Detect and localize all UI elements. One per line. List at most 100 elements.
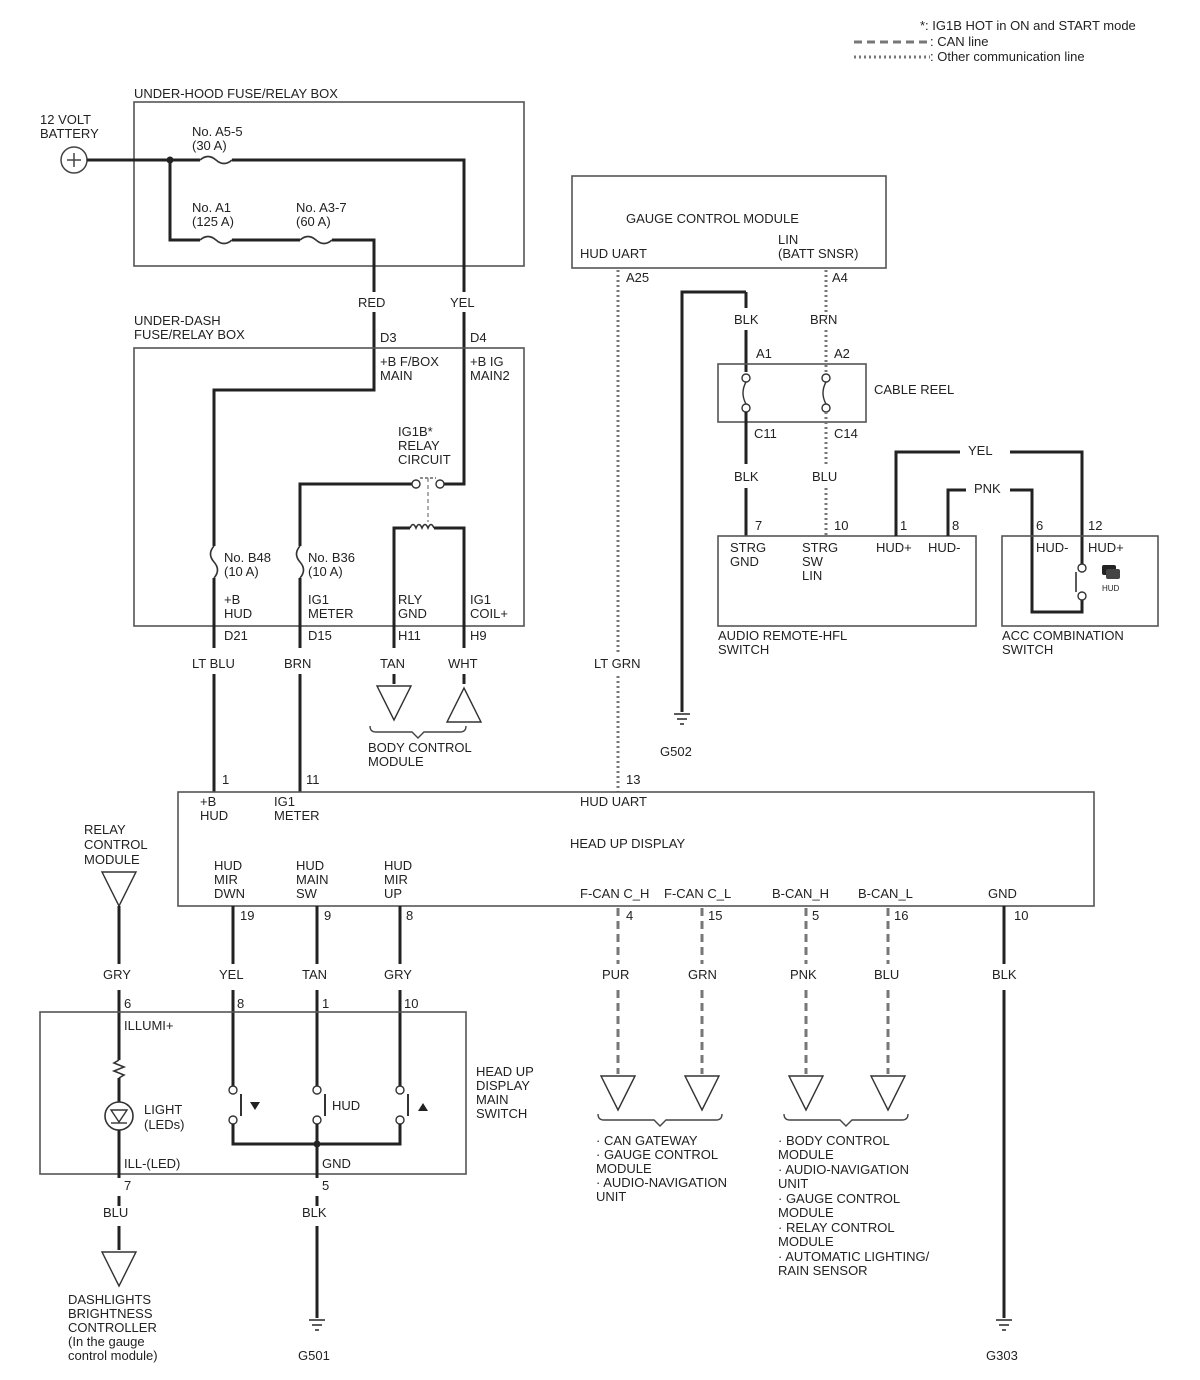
main-switch-pin-6: 6 bbox=[124, 996, 131, 1011]
wire-brn: BRN bbox=[284, 656, 311, 671]
legend-ig1b-note: *: IG1B HOT in ON and START mode bbox=[920, 18, 1136, 33]
main-switch-name-2: DISPLAY bbox=[476, 1078, 530, 1093]
led-resistor-symbol bbox=[111, 1059, 127, 1102]
hfl-strg-sw-2: SW bbox=[802, 554, 824, 569]
term-bfbox-2: MAIN bbox=[380, 368, 413, 383]
term-bhud-2: HUD bbox=[224, 606, 252, 621]
term-big-1: +B IG bbox=[470, 354, 504, 369]
hud-mirup-3: UP bbox=[384, 886, 402, 901]
wire-blu-bottom: BLU bbox=[874, 967, 899, 982]
hud-term-bhud-2: HUD bbox=[200, 808, 228, 823]
dashlights-5: control module) bbox=[68, 1348, 158, 1363]
underdash-title-2: FUSE/RELAY BOX bbox=[134, 327, 245, 342]
hud-button-icon: HUD bbox=[1102, 565, 1120, 593]
hud-term-ig1-1: IG1 bbox=[274, 794, 295, 809]
wire-yel-right: YEL bbox=[968, 443, 993, 458]
body-group-l9: · AUTOMATIC LIGHTING/ bbox=[778, 1249, 930, 1264]
hfl-name-1: AUDIO REMOTE-HFL bbox=[718, 628, 847, 643]
hfl-strg-gnd-1: STRG bbox=[730, 540, 766, 555]
hud-pin-1: 1 bbox=[222, 772, 229, 787]
term-rlygnd-2: GND bbox=[398, 606, 427, 621]
dashlights-4: (In the gauge bbox=[68, 1334, 145, 1349]
dashlights-2: BRIGHTNESS bbox=[68, 1306, 153, 1321]
led-light-icon bbox=[104, 1101, 134, 1131]
term-ig1meter-1: IG1 bbox=[308, 592, 329, 607]
body-group-l3: · AUDIO-NAVIGATION bbox=[778, 1162, 909, 1177]
hud-mainsw-1: HUD bbox=[296, 858, 324, 873]
body-group-brace bbox=[783, 1113, 909, 1127]
can-arrow-blu bbox=[869, 1075, 907, 1112]
battery-label-2: BATTERY bbox=[40, 126, 99, 141]
underdash-fuse-relay-box: UNDER-DASH FUSE/RELAY BOX D3 D4 +B F/BOX… bbox=[133, 313, 525, 648]
wire-tan-bottom: TAN bbox=[302, 967, 327, 982]
term-ig1meter-2: METER bbox=[308, 606, 354, 621]
body-group-l1: · BODY CONTROL bbox=[778, 1133, 890, 1148]
pin-d15: D15 bbox=[308, 628, 332, 643]
underdash-output-wiring: LT BLU BRN TAN WHT BODY CONTROL MODULE bbox=[192, 578, 483, 792]
main-switch-pin-5: 5 bbox=[322, 1178, 329, 1193]
relay-module-arrow bbox=[100, 871, 138, 908]
hud-fcan-l: F-CAN C_L bbox=[664, 886, 731, 901]
fuse-a55-symbol bbox=[199, 155, 233, 165]
pin-h11: H11 bbox=[398, 628, 421, 643]
relay-label-2: RELAY bbox=[398, 438, 440, 453]
hud-term-bhud-1: +B bbox=[200, 794, 216, 809]
hud-title: HEAD UP DISPLAY bbox=[570, 836, 685, 851]
acc-pin-6: 6 bbox=[1036, 518, 1043, 533]
body-control-group: · BODY CONTROL MODULE · AUDIO-NAVIGATION… bbox=[778, 1133, 930, 1278]
term-rlygnd-1: RLY bbox=[398, 592, 423, 607]
wire-yel: YEL bbox=[450, 295, 475, 310]
cable-reel: BLK BRN A1 A2 CABLE REEL C11 C14 BLK BLU bbox=[680, 270, 954, 712]
wire-yel-bottom: YEL bbox=[219, 967, 244, 982]
wire-grn: GRN bbox=[688, 967, 717, 982]
hud-switch-wiring: YEL PNK bbox=[894, 443, 1084, 614]
main-switch-pin-10: 10 bbox=[404, 996, 418, 1011]
relay-control-module: RELAY CONTROL MODULE bbox=[84, 822, 148, 908]
main-switch-name-1: HEAD UP bbox=[476, 1064, 534, 1079]
main-switch-pin-1: 1 bbox=[322, 996, 329, 1011]
ground-g502: G502 bbox=[660, 744, 692, 759]
hfl-hud-minus: HUD- bbox=[928, 540, 961, 555]
body-group-l6: MODULE bbox=[778, 1205, 834, 1220]
hud-pin-5: 5 bbox=[812, 908, 819, 923]
main-switch-name-4: SWITCH bbox=[476, 1106, 527, 1121]
wire-pnk-bottom: PNK bbox=[790, 967, 817, 982]
pin-a2: A2 bbox=[834, 346, 850, 361]
battery: 12 VOLT BATTERY bbox=[40, 112, 99, 174]
fuse-b48-name: No. B48 bbox=[224, 550, 271, 565]
mirror-up-switch bbox=[395, 1085, 428, 1125]
ground-g501-symbol bbox=[309, 1319, 325, 1331]
pin-c14: C14 bbox=[834, 426, 858, 441]
bcm-label-1: BODY CONTROL bbox=[368, 740, 472, 755]
battery-label-1: 12 VOLT bbox=[40, 112, 91, 127]
fuse-b48-symbol bbox=[209, 545, 219, 579]
pin-d4: D4 bbox=[470, 330, 487, 345]
hud-bcan-l: B-CAN_L bbox=[858, 886, 913, 901]
gauge-lin-1: LIN bbox=[778, 232, 798, 247]
wire-blu-dashlights: BLU bbox=[103, 1205, 128, 1220]
fuse-a1-name: No. A1 bbox=[192, 200, 231, 215]
fuse-b36-name: No. B36 bbox=[308, 550, 355, 565]
audio-remote-hfl-switch: 7 10 1 8 STRG GND STRG SW LIN HUD+ HUD- … bbox=[717, 518, 977, 657]
pin-h9: H9 bbox=[470, 628, 487, 643]
main-switch-light-2: (LEDs) bbox=[144, 1117, 184, 1132]
acc-pin-12: 12 bbox=[1088, 518, 1102, 533]
main-switch-output-wiring: BLU BLK DASHLIGHTS BRIGHTNESS CONTROLLER… bbox=[68, 1196, 327, 1363]
gauge-module-title: GAUGE CONTROL MODULE bbox=[626, 211, 799, 226]
term-big-2: MAIN2 bbox=[470, 368, 510, 383]
wire-red: RED bbox=[358, 295, 385, 310]
wire-lt-grn: LT GRN bbox=[594, 656, 640, 671]
hfl-pin-10: 10 bbox=[834, 518, 848, 533]
wire-blk-bottom-right: BLK bbox=[992, 967, 1017, 982]
acc-name-1: ACC COMBINATION bbox=[1002, 628, 1124, 643]
head-up-display: 1 11 13 +B HUD IG1 METER HUD UART HEAD U… bbox=[177, 772, 1095, 923]
dashlights-1: DASHLIGHTS bbox=[68, 1292, 151, 1307]
relay-switch-symbol bbox=[411, 477, 445, 522]
body-group-l7: · RELAY CONTROL bbox=[778, 1220, 895, 1235]
pin-a25: A25 bbox=[626, 270, 649, 285]
wire-pnk-right: PNK bbox=[974, 481, 1001, 496]
body-group-l4: UNIT bbox=[778, 1176, 808, 1191]
wire-wht: WHT bbox=[448, 656, 478, 671]
hud-lower-wiring: GRY YEL TAN GRY PUR GRN PNK BLU BLK bbox=[103, 906, 1017, 1318]
body-group-l10: RAIN SENSOR bbox=[778, 1263, 868, 1278]
